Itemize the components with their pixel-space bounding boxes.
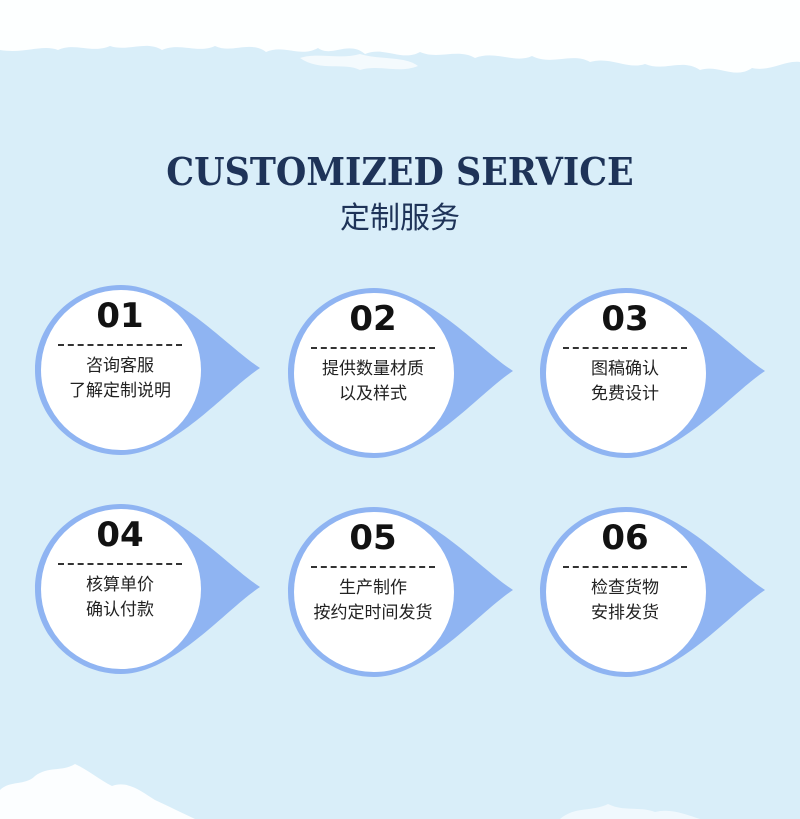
step-description: 安排发货 bbox=[591, 603, 659, 623]
badge-shape bbox=[540, 507, 765, 677]
top-cloud-band bbox=[0, 0, 800, 73]
dashed-divider bbox=[311, 566, 435, 568]
step-description: 按约定时间发货 bbox=[313, 603, 433, 623]
step-card-02: 02 提供数量材质 以及样式 bbox=[283, 283, 518, 463]
dashed-divider bbox=[311, 347, 435, 349]
step-number: 04 bbox=[96, 515, 144, 555]
step-number: 02 bbox=[349, 299, 397, 339]
badge-shape bbox=[288, 507, 513, 677]
step-title: 生产制作 bbox=[339, 578, 407, 598]
step-card-06: 06 检查货物 安排发货 bbox=[535, 502, 770, 682]
step-card-03: 03 图稿确认 免费设计 bbox=[535, 283, 770, 463]
dashed-divider bbox=[563, 566, 687, 568]
step-card-04: 04 核算单价 确认付款 bbox=[30, 499, 265, 679]
header: CUSTOMIZED SERVICE 定制服务 bbox=[0, 148, 800, 240]
step-description: 了解定制说明 bbox=[69, 381, 171, 401]
step-title: 提供数量材质 bbox=[322, 359, 424, 379]
step-title: 检查货物 bbox=[591, 578, 659, 598]
bottom-cloud-right bbox=[560, 804, 700, 819]
bottom-cloud-left bbox=[0, 764, 195, 819]
title-zh: 定制服务 bbox=[340, 201, 460, 236]
step-title: 图稿确认 bbox=[591, 359, 659, 379]
dashed-divider bbox=[58, 344, 182, 346]
title-en: CUSTOMIZED SERVICE bbox=[166, 149, 634, 194]
step-title: 核算单价 bbox=[86, 575, 154, 595]
step-number: 01 bbox=[96, 296, 144, 336]
step-number: 05 bbox=[349, 518, 397, 558]
step-description: 以及样式 bbox=[339, 384, 407, 404]
step-number: 06 bbox=[601, 518, 649, 558]
step-description: 确认付款 bbox=[86, 600, 154, 620]
dashed-divider bbox=[58, 563, 182, 565]
step-card-01: 01 咨询客服 了解定制说明 bbox=[30, 280, 265, 460]
badge-shape bbox=[288, 288, 513, 458]
badge-shape bbox=[540, 288, 765, 458]
top-cloud-wisp bbox=[300, 54, 418, 70]
step-number: 03 bbox=[601, 299, 649, 339]
step-title: 咨询客服 bbox=[86, 356, 154, 376]
badge-shape bbox=[35, 285, 260, 455]
dashed-divider bbox=[563, 347, 687, 349]
step-card-05: 05 生产制作 按约定时间发货 bbox=[283, 502, 518, 682]
step-description: 免费设计 bbox=[591, 384, 659, 404]
badge-shape bbox=[35, 504, 260, 674]
